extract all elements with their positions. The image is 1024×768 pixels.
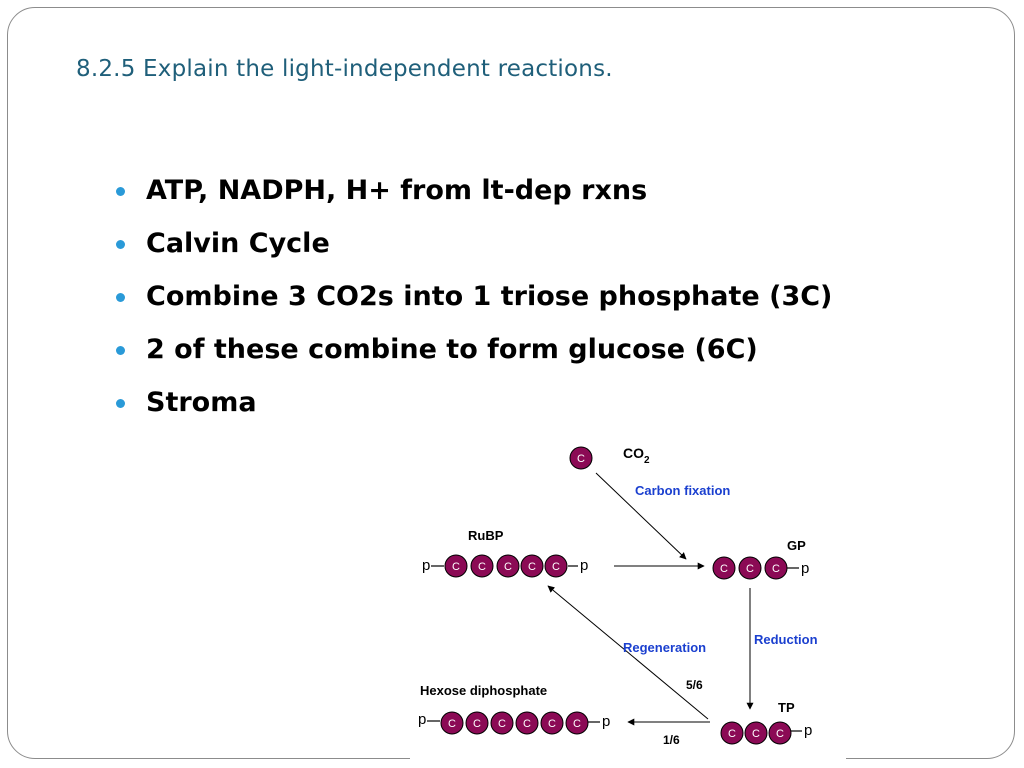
carbon-letter: C [577,453,585,465]
carbon-letter: C [720,563,728,575]
tp-label: TP [778,700,795,715]
carbon-letter: C [752,728,760,740]
reduction-label: Reduction [754,632,818,647]
slide-title: 8.2.5 Explain the light-independent reac… [76,56,613,82]
regeneration-arrow [547,585,709,720]
carbon-letter: C [452,561,460,573]
hexose-label: Hexose diphosphate [420,683,547,698]
carbon-letter: C [548,718,556,730]
tp-molecule: C C C p [720,721,812,745]
regeneration-label: Regeneration [623,640,706,655]
bullet-item: Stroma [114,380,832,433]
bullet-icon [116,399,125,408]
phosphate-letter: p [602,713,610,730]
bullet-text: Calvin Cycle [146,228,330,259]
gp-molecule: C C C p [712,556,809,580]
rubp-molecule: p p C C C C C [422,554,588,578]
bullet-icon [116,240,125,249]
fixation-arrow [595,472,687,560]
carbon-letter: C [746,563,754,575]
bullet-item: 2 of these combine to form glucose (6C) [114,327,832,380]
fraction-five-sixths: 5/6 [686,678,703,692]
calvin-cycle-diagram: C CO2 Carbon fixation RuBP p p C C C C C… [410,433,846,759]
gp-label: GP [787,538,806,553]
phosphate-letter: p [580,557,588,574]
carbon-letter: C [523,718,531,730]
bullet-item: Combine 3 CO2s into 1 triose phosphate (… [114,274,832,327]
carbon-letter: C [728,728,736,740]
co2-molecule: C CO2 [569,445,650,470]
carbon-letter: C [528,561,536,573]
bullet-icon [116,293,125,302]
bullet-text: Stroma [146,387,257,418]
phosphate-letter: p [418,711,426,728]
carbon-fixation-label: Carbon fixation [635,483,730,498]
bullet-text: 2 of these combine to form glucose (6C) [146,334,758,365]
carbon-letter: C [776,728,784,740]
hexose-molecule: p C C C C C C p [418,711,610,735]
carbon-letter: C [448,718,456,730]
bullet-item: ATP, NADPH, H+ from lt-dep rxns [114,168,832,221]
bullet-text: ATP, NADPH, H+ from lt-dep rxns [146,175,648,206]
carbon-letter: C [573,718,581,730]
carbon-letter: C [552,561,560,573]
carbon-letter: C [473,718,481,730]
carbon-letter: C [504,561,512,573]
bullet-item: Calvin Cycle [114,221,832,274]
calvin-cycle-svg: C CO2 Carbon fixation RuBP p p C C C C C… [418,445,818,747]
carbon-letter: C [498,718,506,730]
carbon-letter: C [772,563,780,575]
bullet-icon [116,346,125,355]
phosphate-letter: p [422,557,430,574]
bullet-text: Combine 3 CO2s into 1 triose phosphate (… [146,281,833,312]
phosphate-letter: p [804,722,812,739]
fraction-one-sixth: 1/6 [663,733,680,747]
co2-label: CO2 [623,445,650,466]
phosphate-letter: p [801,560,809,577]
carbon-letter: C [478,561,486,573]
bullet-list: ATP, NADPH, H+ from lt-dep rxns Calvin C… [114,168,832,433]
rubp-label: RuBP [468,528,504,543]
bullet-icon [116,187,125,196]
